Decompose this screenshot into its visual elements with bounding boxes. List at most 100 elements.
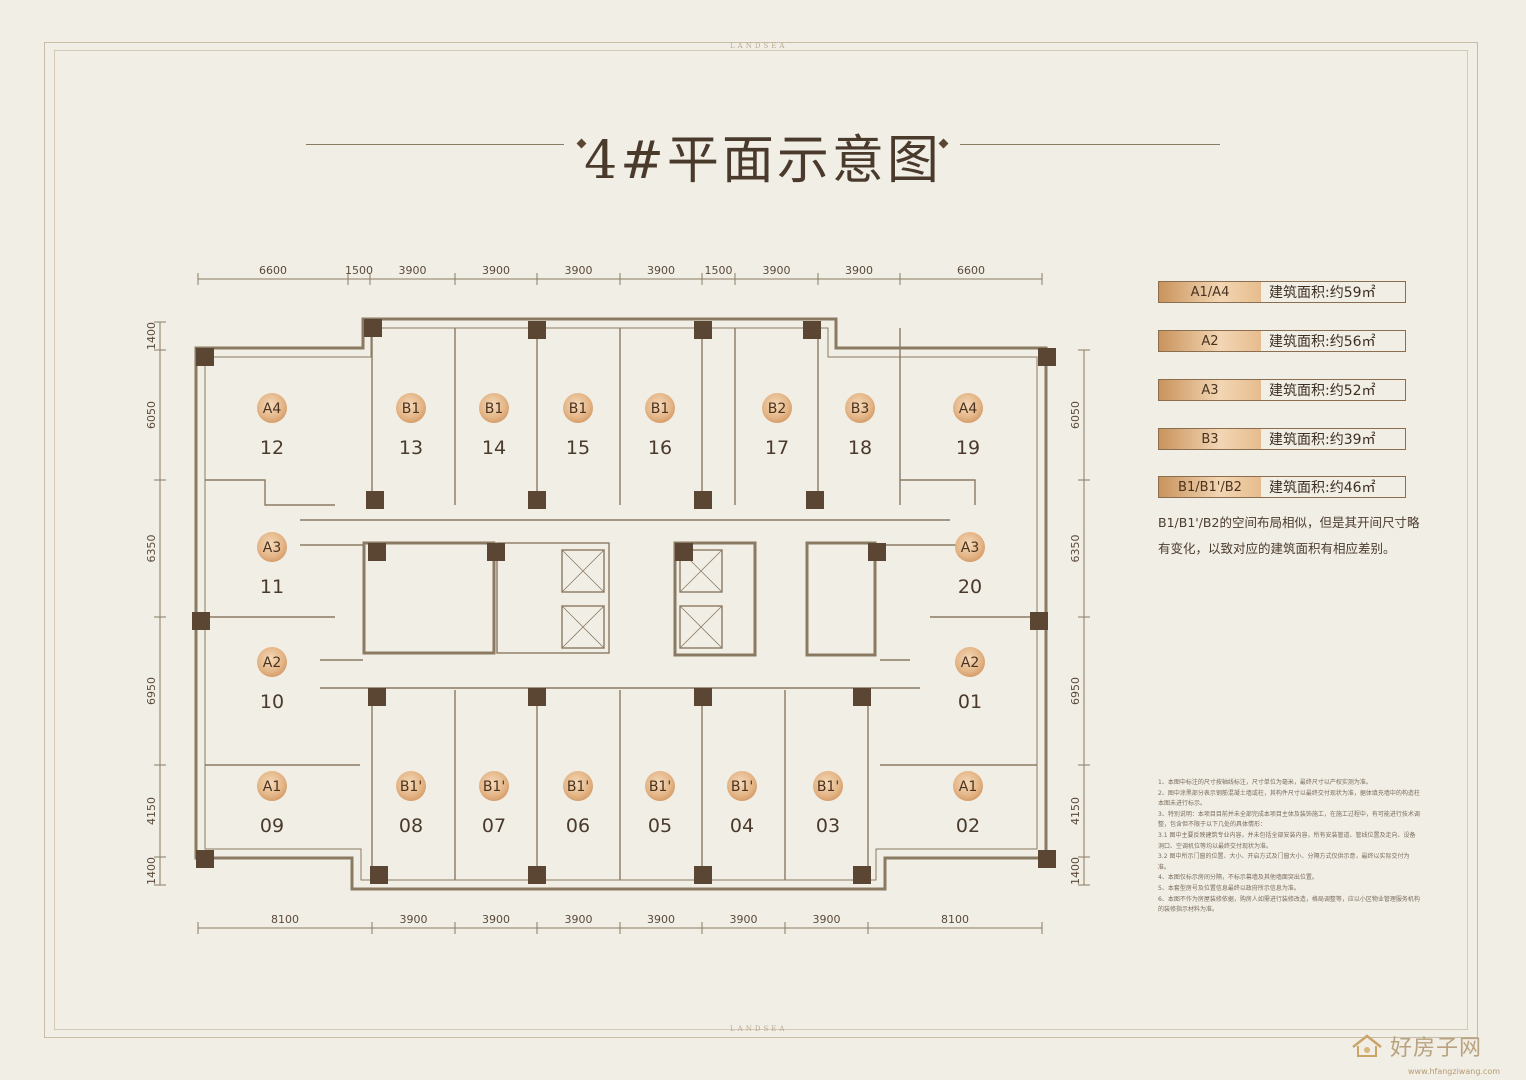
core-right (673, 541, 757, 657)
dim-label: 1400 (1069, 857, 1082, 885)
unit-type-label: A2 (263, 655, 281, 671)
elevator-shaft (561, 549, 605, 593)
unit-type-label: B1 (569, 401, 588, 417)
legend-row-a3: A3 建筑面积:约52㎡ (1158, 379, 1406, 401)
corridor-upper (300, 519, 975, 546)
unit-type-badge (479, 771, 509, 801)
wall-column (364, 319, 382, 337)
elevator-shaft (679, 605, 723, 649)
dim-label: 4150 (145, 797, 158, 825)
unit-type-badge (563, 771, 593, 801)
dim-label: 1500 (705, 264, 733, 277)
legend-tag: A1/A4 (1159, 282, 1261, 302)
note-item: 3、特别说明：本项目目前并未全部完成本项目主体及装饰施工，在施工过程中，有可能进… (1158, 810, 1420, 829)
dim-label: 8100 (271, 913, 299, 926)
wall-column (853, 866, 871, 884)
outer-frame (44, 42, 1478, 1038)
inner-wall-line (204, 327, 1038, 881)
elevator-shaft (679, 549, 723, 593)
unit-lower: B1' 07 (479, 771, 509, 837)
unit-type-label: A3 (961, 540, 979, 556)
dim-label: 6350 (145, 535, 158, 563)
wall-column (487, 543, 505, 561)
unit-number: 07 (482, 815, 506, 837)
dim-label: 8100 (941, 913, 969, 926)
elevator-shaft (561, 605, 605, 649)
unit-type-badge (479, 393, 509, 423)
stair-left (496, 542, 610, 654)
unit-number: 02 (956, 815, 980, 837)
unit-type-badge (953, 771, 983, 801)
note-item: 3.2 图中所示门窗的位置、大小、开启方式及门窗大小、分隔方式仅供示意，最终以实… (1158, 853, 1410, 871)
note-item: 5、本套型房号及位置信息最终以政府所示信息为准。 (1158, 884, 1300, 892)
unit-type-label: B3 (851, 401, 870, 417)
dim-label: 3900 (730, 913, 758, 926)
unit-lower: B1'04 (727, 771, 757, 837)
elevator-cross (679, 605, 723, 649)
dim-label: 3900 (763, 264, 791, 277)
wall-column (694, 321, 712, 339)
unit-type-badge (955, 532, 985, 562)
unit-type-label: A4 (959, 401, 978, 417)
unit-type-badge (563, 393, 593, 423)
dim-label: 6050 (145, 401, 158, 429)
legend-row-a1-a4: A1/A4 建筑面积:约59㎡ (1158, 281, 1406, 303)
unit-type-label: A2 (961, 655, 979, 671)
page-title: 4#平面示意图 (584, 131, 942, 191)
legend-tag: A2 (1159, 331, 1261, 351)
unit-number: 17 (765, 437, 789, 459)
dim-label: 3900 (647, 913, 675, 926)
unit-type-label: B1 (402, 401, 421, 417)
unit-number: 12 (260, 437, 284, 459)
unit-number: 19 (956, 437, 980, 459)
dim-label: 3900 (482, 264, 510, 277)
elevator-cross (561, 605, 605, 649)
legend-desc: 建筑面积:约46㎡ (1269, 480, 1376, 496)
unit-type-label: B1' (400, 779, 422, 795)
elevator-cross (561, 549, 605, 593)
corridor-lower (320, 659, 920, 689)
legend-note: B1/B1'/B2的空间布局相似，但是其开间尺寸略有变化，以致对应的建筑面积有相… (1158, 515, 1420, 556)
wall-column (368, 543, 386, 561)
unit-type-label: B1' (817, 779, 839, 795)
dim-label: 3900 (565, 264, 593, 277)
unit-number: 15 (566, 437, 590, 459)
dim-label: 3900 (647, 264, 675, 277)
note-item: 2、图中涂黑部分表示钢筋混凝土墙或柱，其构件尺寸以最终交付现状为准，据体填充墙中… (1158, 789, 1420, 808)
note-item: 4、本图仅标示房间分隔，不标示幕墙及其他墙面突出位置。 (1158, 874, 1318, 882)
dim-label: 3900 (400, 913, 428, 926)
legend-row-b1: B1/B1'/B2 建筑面积:约46㎡ (1158, 476, 1406, 498)
wall-column (806, 491, 824, 509)
wall-column (1038, 348, 1056, 366)
wall-column (192, 612, 210, 630)
wall-column (528, 866, 546, 884)
dim-label: 1500 (345, 264, 373, 277)
wall-column (528, 491, 546, 509)
unit-number: 08 (399, 815, 423, 837)
legend-tag: A3 (1159, 380, 1261, 400)
unit-lower: B1' 08 (396, 771, 426, 837)
legend-row-b3: B3 建筑面积:约39㎡ (1158, 428, 1406, 450)
unit-number: 03 (816, 815, 840, 837)
unit-type-badge (727, 771, 757, 801)
wall-column (694, 688, 712, 706)
dim-label: 6600 (957, 264, 985, 277)
dim-label: 1400 (145, 857, 158, 885)
unit-upper: B2 17 (762, 393, 792, 459)
unit-type-badge (762, 393, 792, 423)
unit-type-label: A1 (263, 779, 281, 795)
unit-type-label: B1' (567, 779, 589, 795)
unit-type-label: A3 (263, 540, 281, 556)
note-item: 6、本图不作为房屋装修依据，购房人如需进行装修改造，格局调整等，应以小区物业管理… (1158, 895, 1420, 914)
dim-label: 3900 (565, 913, 593, 926)
unit-type-label: B2 (768, 401, 787, 417)
unit-type-label: B1' (483, 779, 505, 795)
unit-lower: B1'05 (645, 771, 675, 837)
